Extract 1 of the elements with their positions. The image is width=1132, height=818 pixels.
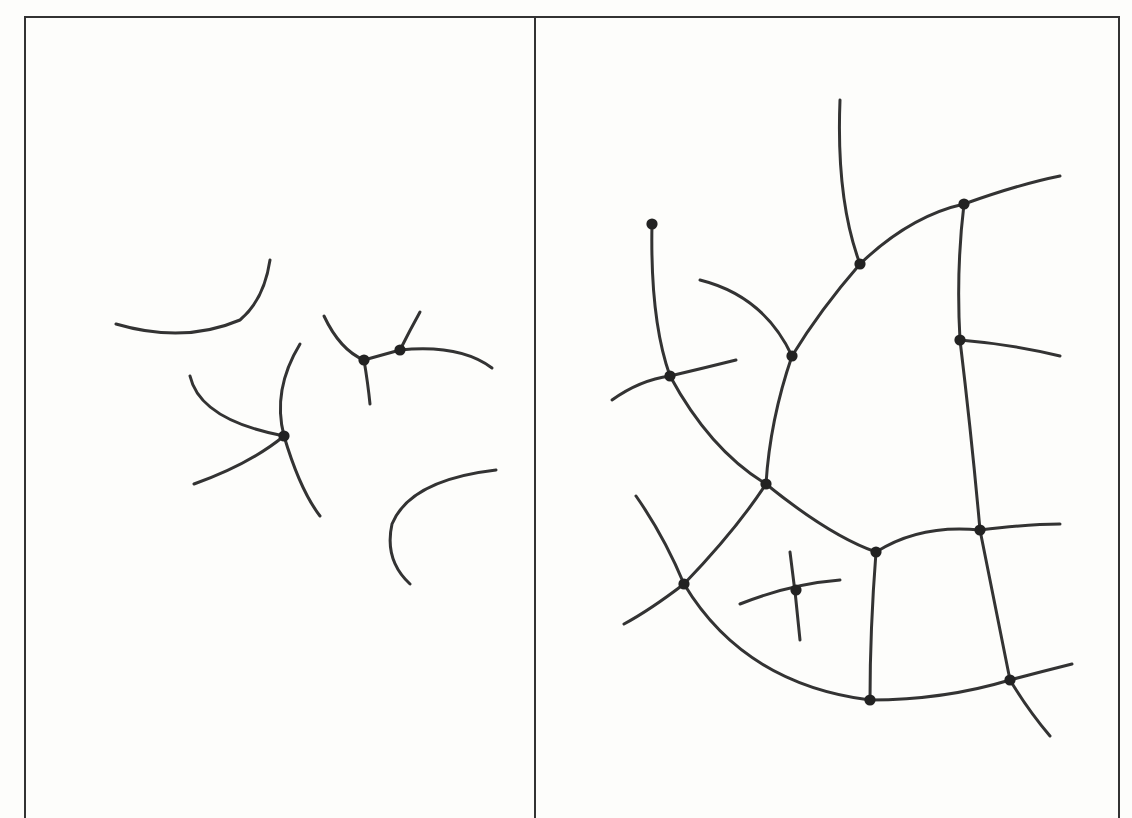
panel-frame	[24, 16, 536, 818]
